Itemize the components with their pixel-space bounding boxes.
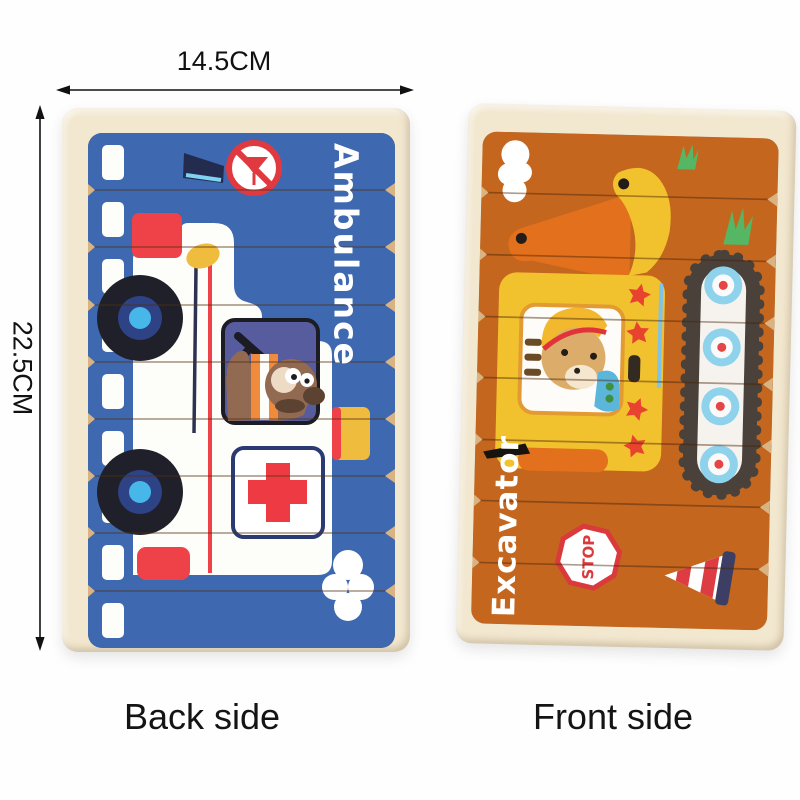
bear-driver-icon bbox=[524, 307, 620, 412]
red-cross-icon bbox=[231, 446, 325, 539]
front-puzzle-title: Excavator bbox=[486, 434, 527, 618]
grass-icon bbox=[723, 207, 753, 245]
cloud-icon bbox=[497, 140, 532, 203]
wiper-icon bbox=[483, 443, 531, 459]
chassis-band bbox=[517, 447, 608, 473]
width-dimension-arrow bbox=[56, 85, 414, 95]
exhaust-icon bbox=[627, 355, 641, 383]
puzzle-strip-gaps bbox=[472, 186, 778, 577]
front-side-caption: Front side bbox=[532, 696, 694, 737]
mirror-icon bbox=[186, 243, 220, 269]
grass-icon bbox=[677, 144, 699, 170]
height-dimension-arrow bbox=[35, 105, 45, 651]
ambulance-illustration bbox=[88, 133, 395, 648]
siren-horn-icon bbox=[183, 153, 224, 183]
back-side-puzzle-board: Ambulance bbox=[62, 108, 410, 652]
back-puzzle-title: Ambulance bbox=[326, 142, 366, 368]
dog-driver-icon bbox=[221, 318, 325, 425]
road-dash-icon bbox=[102, 145, 124, 638]
wheel-icon bbox=[97, 275, 183, 361]
back-side-caption: Back side bbox=[123, 696, 281, 737]
roller-wheel-icon bbox=[699, 266, 743, 484]
svg-text:STOP: STOP bbox=[579, 535, 598, 580]
wheel-icon bbox=[97, 449, 183, 535]
caterpillar-track-icon bbox=[678, 249, 765, 500]
taillight-icon bbox=[332, 407, 370, 460]
roof-light-icon bbox=[132, 213, 182, 258]
boom-arm-icon bbox=[508, 193, 632, 283]
width-dimension-label: 14.5CM bbox=[176, 46, 272, 76]
puzzle-strip-gaps bbox=[88, 183, 395, 598]
excavator-illustration: STOP bbox=[471, 131, 779, 631]
bumper-icon bbox=[137, 547, 190, 580]
bucket-icon bbox=[612, 167, 671, 277]
cloud-icon bbox=[322, 550, 374, 621]
back-puzzle-well: Ambulance bbox=[88, 133, 395, 648]
stop-sign-icon: STOP bbox=[554, 523, 623, 591]
front-side-puzzle-board: STOP bbox=[455, 103, 797, 651]
front-puzzle-well: STOP bbox=[470, 131, 779, 631]
no-drinking-sign-icon bbox=[226, 140, 282, 196]
